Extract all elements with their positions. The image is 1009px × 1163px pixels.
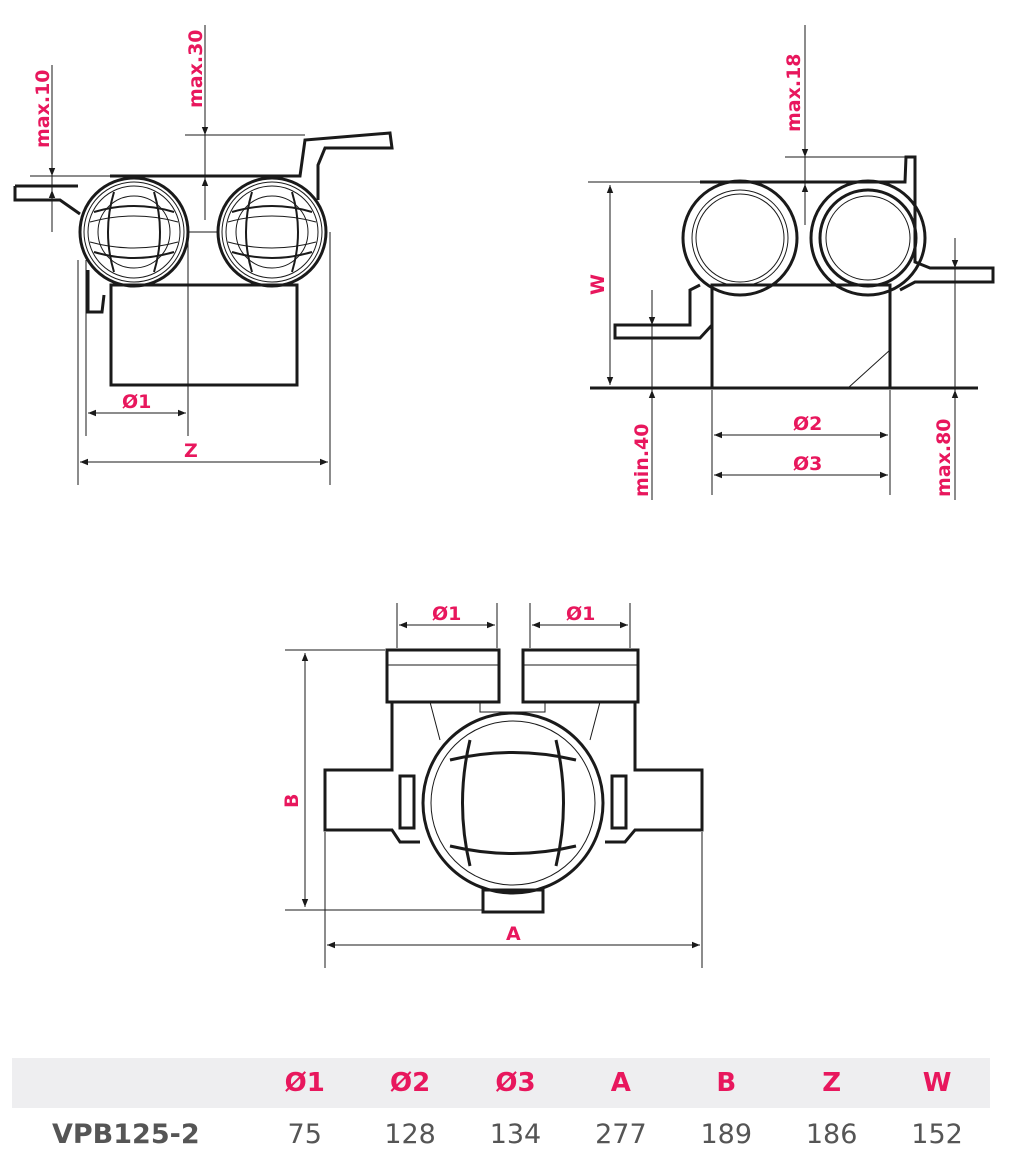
w-label: W [587,274,609,295]
front-view-drawing: W min.40 max.18 max.80 Ø2 Ø3 [587,25,995,500]
header-d2: Ø2 [389,1068,431,1098]
model-name: VPB125-2 [52,1118,200,1150]
value-d1: 75 [287,1118,322,1150]
value-d3: 134 [489,1118,542,1150]
value-b: 189 [700,1118,753,1150]
max10-label: max.10 [32,69,54,148]
max80-label: max.80 [933,418,955,497]
header-b: B [716,1068,737,1098]
a-label: A [506,923,521,945]
header-a: A [610,1068,631,1098]
d2-label: Ø2 [793,413,822,435]
side-view-drawing: max.10 max.30 Ø1 Z [13,25,394,485]
min40-label: min.40 [631,424,653,498]
max30-label: max.30 [185,29,207,108]
value-z: 186 [805,1118,858,1150]
max18-label: max.18 [783,53,805,132]
d3-label: Ø3 [793,453,822,475]
value-a: 277 [595,1118,647,1150]
header-d3: Ø3 [495,1068,536,1098]
value-d2: 128 [384,1118,436,1150]
header-d1: Ø1 [284,1068,325,1098]
header-w: W [922,1068,952,1098]
b-label: B [281,794,303,808]
z-label: Z [184,440,198,462]
d1-left-label: Ø1 [432,603,461,625]
table-header: Ø1 Ø2 Ø3 A B Z W [12,1058,990,1108]
value-w: 152 [911,1118,963,1150]
dimensions-table: Ø1 Ø2 Ø3 A B Z W VPB125-2 75 128 134 277… [12,1058,990,1160]
d1-right-label: Ø1 [566,603,595,625]
table-row: VPB125-2 75 128 134 277 189 186 152 [12,1108,990,1160]
top-view-drawing: Ø1 Ø1 B A [281,603,704,968]
d1-label: Ø1 [122,391,151,413]
header-z: Z [822,1068,842,1098]
